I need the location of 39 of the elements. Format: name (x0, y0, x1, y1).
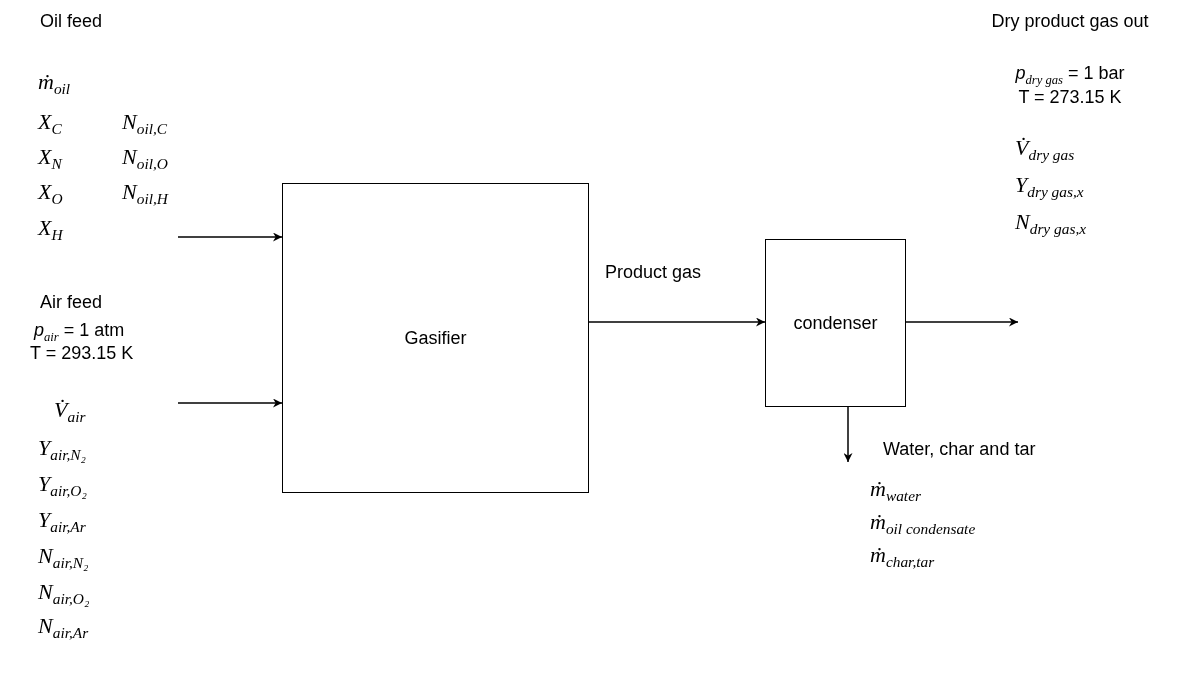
variable-label: X$_{N}$ (38, 145, 62, 174)
variable-label: X$_{O}$ (38, 180, 63, 209)
variable-label: N$_{oil,C}$ (122, 110, 168, 139)
process-box (282, 183, 589, 493)
arrow (905, 317, 1019, 327)
variable-label: ṁ$_{water}$ (870, 477, 921, 506)
stream-label: T = 273.15 K (1017, 88, 1123, 108)
stream-label: T = 293.15 K (30, 344, 134, 364)
variable-label: V̇$_{dry gas}$ (1015, 136, 1075, 165)
arrow (588, 317, 766, 327)
stream-label: p$_{air}$ = 1 atm (34, 321, 125, 345)
variable-label: X$_{C}$ (38, 110, 62, 139)
variable-label: N$_{oil,O}$ (122, 145, 168, 174)
variable-label: ṁ$_{char,tar}$ (870, 543, 935, 572)
variable-label: N$_{air,N₂}$ (38, 544, 89, 573)
stream-label: p$_{dry gas}$ = 1 bar (1014, 64, 1126, 88)
edge-label: Product gas (605, 262, 702, 283)
variable-label: X$_{H}$ (38, 216, 63, 245)
variable-label: N$_{oil,H}$ (122, 180, 168, 209)
variable-label: Y$_{air,N₂}$ (38, 436, 86, 465)
arrow (177, 398, 283, 408)
stream-label: Air feed (40, 293, 103, 313)
box-label: condenser (793, 312, 878, 334)
variable-label: N$_{air,Ar}$ (38, 614, 89, 643)
variable-label: ṁ$_{oil}$ (38, 70, 71, 99)
arrow (843, 406, 853, 463)
variable-label: V̇$_{air}$ (54, 398, 86, 427)
stream-label: Oil feed (40, 12, 103, 32)
stream-label: Dry product gas out (990, 12, 1150, 32)
variable-label: Y$_{air,Ar}$ (38, 508, 86, 537)
variable-label: N$_{air,O₂}$ (38, 580, 90, 609)
box-label: Gasifier (404, 327, 467, 349)
stream-label: Water, char and tar (883, 440, 1036, 460)
process-box (765, 239, 906, 407)
variable-label: ṁ$_{oil condensate}$ (870, 510, 976, 539)
arrow (177, 232, 283, 242)
variable-label: Y$_{air,O₂}$ (38, 472, 87, 501)
variable-label: N$_{dry gas,x}$ (1015, 210, 1087, 239)
variable-label: Y$_{dry gas,x}$ (1015, 173, 1084, 202)
